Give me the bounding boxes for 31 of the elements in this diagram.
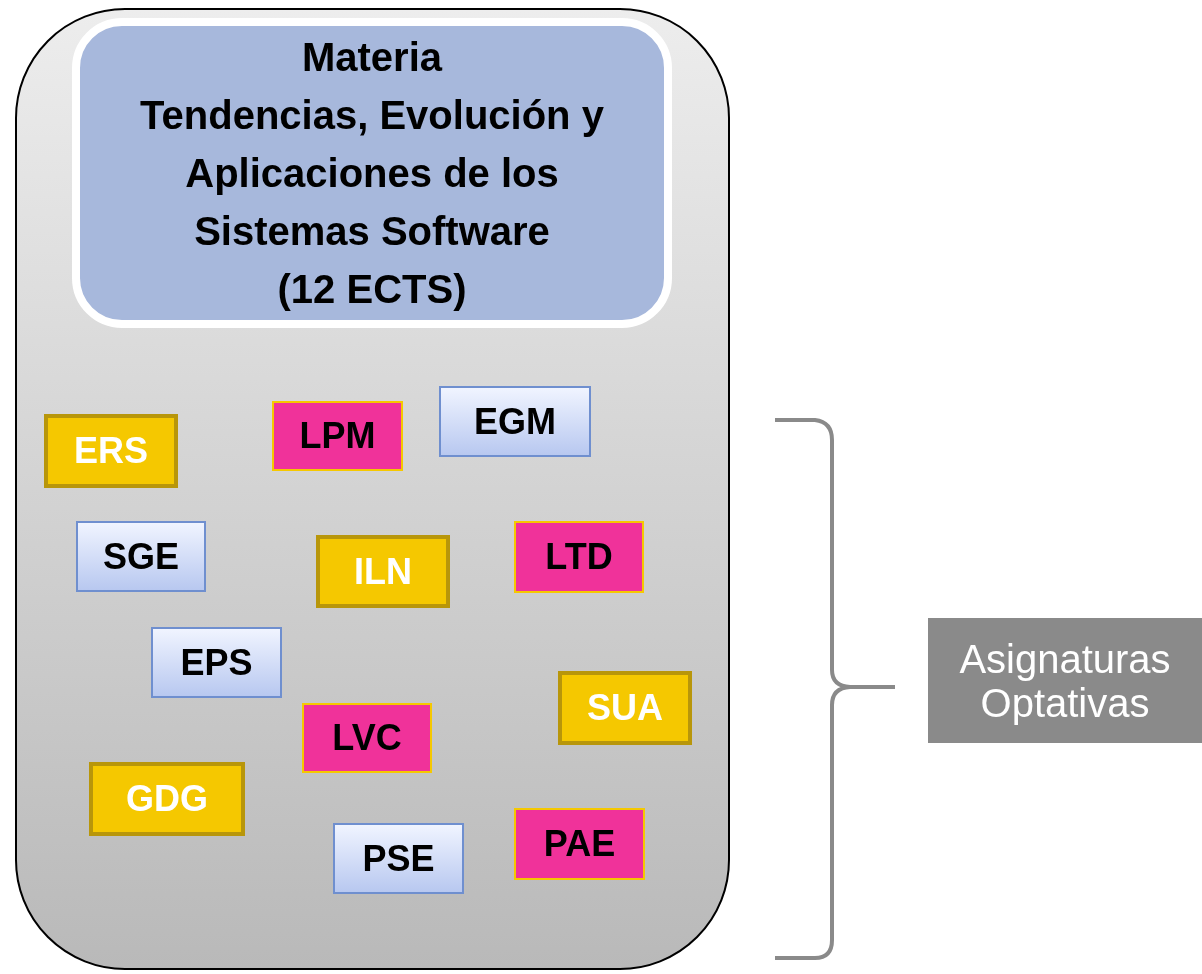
course-box: [316, 535, 450, 608]
label-text: Asignaturas Optativas: [958, 636, 1172, 725]
course-code: PAE: [543, 824, 616, 864]
course-box: [44, 414, 178, 488]
course-code: EPS: [180, 642, 253, 683]
course-code: SGE: [103, 536, 179, 577]
label-box: [928, 618, 1202, 743]
course-code: ILN: [354, 551, 412, 592]
course-code: ERS: [74, 431, 148, 471]
title-text: Tendencias, Evolución y Aplicaciones de los Sistemas Software: [139, 92, 605, 255]
title-text: (12 ECTS): [277, 266, 467, 313]
course-box: [514, 808, 645, 880]
course-code: LVC: [332, 718, 402, 758]
course-box: [76, 521, 206, 592]
course-box: [272, 401, 403, 471]
course-box: [514, 521, 644, 593]
title-text: Materia: [301, 34, 443, 81]
course-code: PSE: [362, 838, 435, 879]
course-box: [333, 823, 464, 894]
course-code: SUA: [587, 688, 663, 728]
course-code: EGM: [474, 401, 556, 442]
course-code: GDG: [126, 779, 208, 819]
course-code: LTD: [545, 537, 613, 577]
course-box: [302, 703, 432, 773]
course-box: [151, 627, 282, 698]
container-panel: [15, 8, 730, 970]
course-box: [89, 762, 245, 836]
course-code: LPM: [299, 416, 376, 456]
course-box: [558, 671, 692, 745]
title-box: [72, 18, 672, 328]
course-box: [439, 386, 591, 457]
